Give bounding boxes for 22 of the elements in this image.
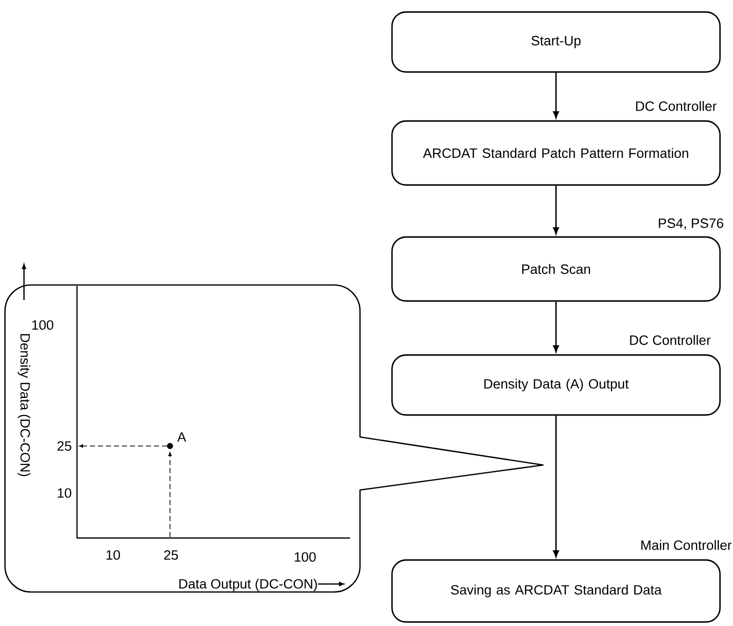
process-box: Start-Up (391, 11, 721, 73)
tick-label: 25 (57, 441, 72, 451)
controller-label: PS4, PS76 (658, 218, 724, 230)
controller-label: DC Controller (630, 335, 711, 345)
arrow (553, 72, 559, 118)
process-box: Patch Scan (391, 236, 721, 302)
tick-label: 100 (294, 552, 316, 562)
tick-label: 10 (58, 488, 72, 498)
tick-label: 10 (106, 550, 120, 560)
point-label: A (177, 432, 186, 442)
controller-label: DC Controller (636, 101, 717, 111)
process-box: Density Data (A) Output (391, 354, 721, 416)
arrow (553, 302, 559, 352)
tick-label: 25 (164, 550, 178, 560)
arrow (553, 416, 559, 558)
controller-label: Main Controller (641, 540, 732, 550)
axis-label: Data Output (DC-CON) (179, 578, 317, 592)
arrow (553, 186, 559, 234)
process-box: ARCDAT Standard Patch Pattern Formation (391, 120, 721, 186)
tick-label: 100 (32, 320, 54, 330)
process-box: Saving as ARCDAT Standard Data (391, 559, 721, 623)
axis-label: Density Data (DC-CON) (18, 334, 30, 476)
